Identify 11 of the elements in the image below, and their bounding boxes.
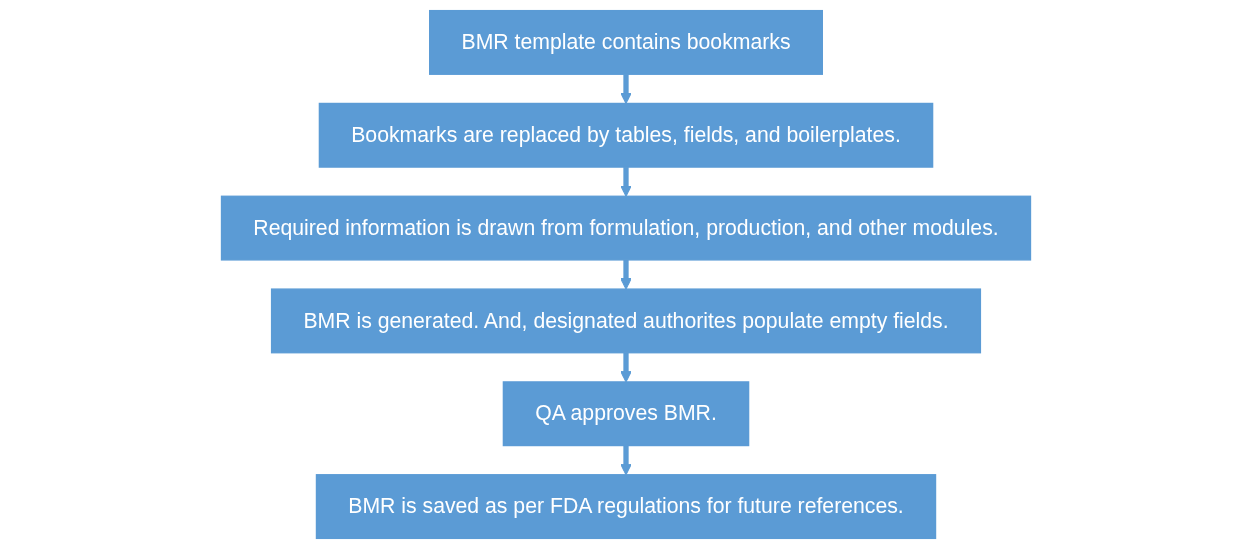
arrow — [620, 74, 632, 104]
node-box: Bookmarks are replaced by tables, fields, and boilerplates. — [318, 102, 934, 168]
arrow — [620, 445, 632, 476]
node-box: BMR is saved as per FDA regulations for future references. — [315, 474, 937, 540]
node-box: BMR is generated. And, designated authorites populate empty fields. — [270, 288, 982, 354]
node-box: Required information is drawn from formulation, production, and other modules. — [220, 195, 1032, 261]
node-box: BMR template contains bookmarks — [429, 9, 823, 75]
node-box: QA approves BMR. — [502, 381, 750, 447]
arrow — [620, 352, 632, 383]
arrow — [620, 166, 632, 197]
arrow — [620, 259, 632, 290]
